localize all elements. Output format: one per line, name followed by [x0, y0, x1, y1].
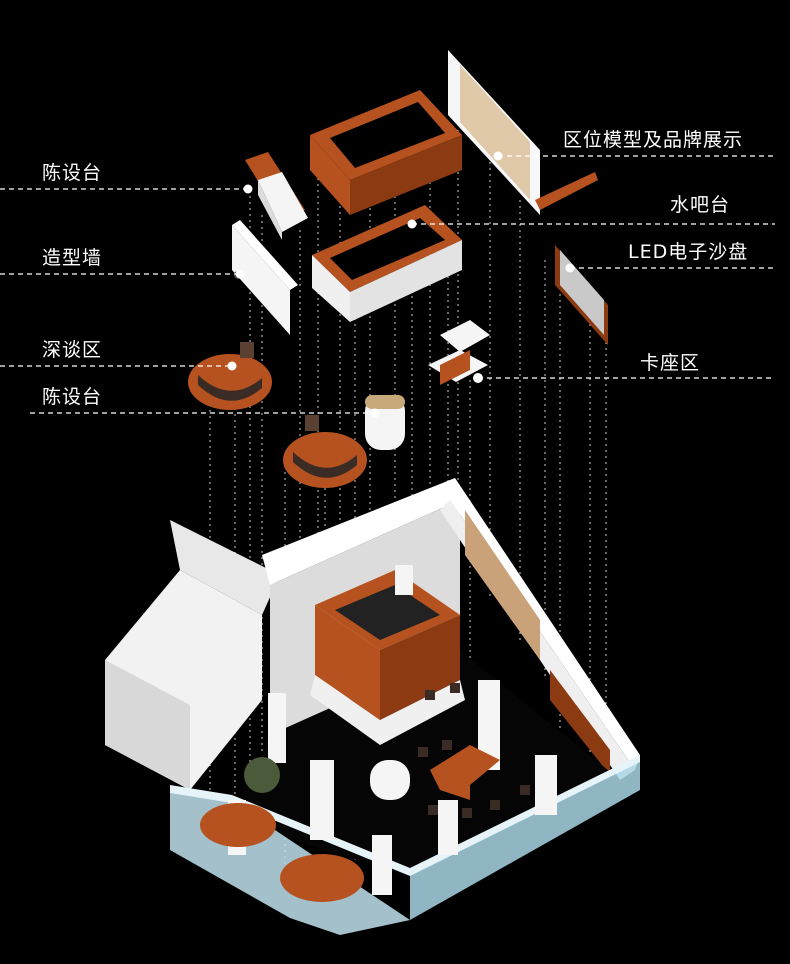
left-wall-block-side: [105, 660, 190, 790]
floor-reception-side: [380, 615, 460, 720]
led-panel-floor: [550, 670, 610, 775]
display-desk-1-object: [245, 152, 308, 240]
left-wall-top: [170, 520, 280, 615]
label-negotiation-area: 深谈区: [42, 339, 103, 361]
column: [310, 760, 334, 840]
display-desk-2-object: [365, 395, 405, 450]
column: [478, 680, 500, 770]
floor-reception-base: [310, 675, 465, 745]
leader-dots: [227, 151, 575, 418]
column: [395, 565, 413, 595]
label-model-brand-display: 区位模型及品牌展示: [563, 129, 744, 151]
label-feature-wall: 造型墙: [42, 247, 103, 269]
column: [372, 835, 392, 895]
floor-display-capsule: [370, 760, 410, 800]
plant-icon: [244, 757, 280, 793]
column: [438, 800, 458, 855]
chairs: [418, 683, 530, 818]
led-sandtable-panel: [555, 245, 608, 345]
negotiation-lounge-object: [188, 342, 272, 410]
wall-display-panels: [465, 510, 540, 660]
floor-lounge-1: [200, 803, 276, 847]
right-wall: [450, 478, 640, 770]
label-display-desk-2: 陈设台: [42, 386, 103, 408]
label-booth-seating: 卡座区: [640, 352, 701, 374]
floor-reception-inner: [335, 585, 440, 640]
brand-display-wall: [448, 50, 598, 215]
floor-reception-front: [315, 605, 380, 720]
column: [268, 693, 286, 763]
label-display-desk-1: 陈设台: [42, 162, 103, 184]
floor-plan: [105, 478, 640, 935]
column: [535, 755, 557, 815]
second-lounge-object: [283, 415, 367, 488]
floor-lounge-2: [280, 854, 364, 902]
back-wall: [262, 478, 460, 585]
water-bar-counter: [312, 205, 462, 322]
glass-front-right: [410, 760, 640, 920]
label-led-sandtable: LED电子沙盘: [628, 241, 749, 263]
booth-seating-object: [428, 320, 490, 385]
model-brand-display-frame: [310, 90, 462, 215]
leader-lines: [0, 155, 775, 414]
floor-booth: [430, 745, 500, 800]
label-water-bar: 水吧台: [670, 194, 731, 216]
